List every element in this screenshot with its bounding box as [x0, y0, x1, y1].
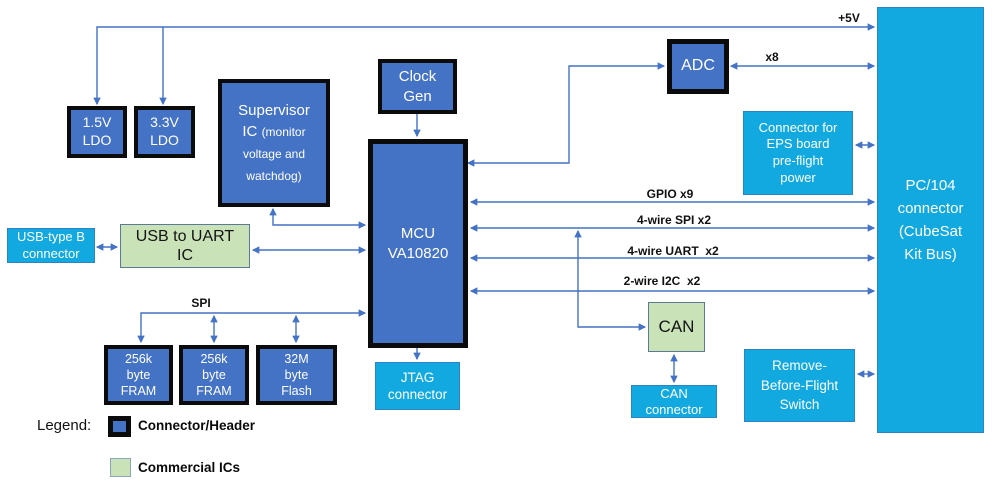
can-ic-block: CAN [648, 302, 705, 352]
wire-can-tap [574, 229, 647, 331]
usb-type-b-label: USB-type B connector [17, 228, 85, 261]
rbf-switch-block: Remove- Before-Flight Switch [744, 349, 855, 422]
fram1-label: 256k byte FRAM [120, 352, 157, 398]
pc104-connector-label: PC/104 connector (CubeSat Kit Bus) [897, 176, 964, 264]
eps-connector-label: Connector for EPS board pre-flight power [758, 119, 838, 185]
wire-5v-power [93, 23, 876, 106]
memory-spi-label: SPI [191, 296, 211, 310]
uart-bus-label: 4-wire UART x2 [627, 244, 719, 258]
wire-memory-spi [137, 309, 367, 344]
can-connector-block: CAN connector [631, 385, 717, 418]
fram1-block: 256k byte FRAM [104, 345, 173, 405]
eps-connector-block: Connector for EPS board pre-flight power [743, 111, 853, 195]
ldo-3v3-block: 3.3V LDO [134, 106, 195, 158]
spi-bus-label: 4-wire SPI x2 [636, 213, 712, 227]
ldo-1v5-label: 1.5V LDO [82, 114, 112, 148]
legend-commercial-swatch [110, 458, 131, 477]
clock-gen-block: Clock Gen [378, 59, 457, 114]
rbf-switch-label: Remove- Before-Flight Switch [760, 358, 839, 413]
flash-label: 32M byte Flash [281, 352, 312, 398]
can-connector-label: CAN connector [645, 385, 703, 417]
pc104-connector-block: PC/104 connector (CubeSat Kit Bus) [877, 7, 984, 433]
fram2-block: 256k byte FRAM [179, 345, 249, 405]
supervisor-ic-block: Supervisor IC (monitor voltage and watch… [218, 79, 330, 207]
clock-gen-label: Clock Gen [398, 68, 437, 105]
mcu-label: MCU VA10820 [387, 225, 449, 262]
adc-label: ADC [681, 57, 715, 75]
usb-uart-ic-block: USB to UART IC [120, 224, 250, 268]
legend-commercial-label: Commercial ICs [138, 460, 241, 475]
flash-block: 32M byte Flash [256, 345, 337, 405]
legend-title: Legend: [37, 417, 92, 434]
i2c-bus-label: 2-wire I2C x2 [623, 274, 701, 288]
supervisor-ic-label: Supervisor IC (monitor voltage and watch… [238, 101, 310, 183]
mcu-block: MCU VA10820 [368, 139, 468, 348]
jtag-connector-label: JTAG connector [387, 369, 448, 402]
ldo-1v5-block: 1.5V LDO [67, 106, 127, 158]
can-ic-label: CAN [658, 317, 695, 337]
ldo-3v3-label: 3.3V LDO [150, 114, 179, 148]
jtag-connector-block: JTAG connector [375, 362, 460, 410]
wire-supervisor-mcu [269, 207, 367, 229]
wire-mcu-adc [466, 62, 666, 167]
usb-type-b-block: USB-type B connector [7, 228, 95, 263]
legend-connector-label: Connector/Header [138, 418, 256, 433]
fram2-label: 256k byte FRAM [196, 352, 232, 398]
x8-label: x8 [765, 50, 779, 64]
legend-connector-swatch [108, 416, 131, 437]
usb-uart-ic-label: USB to UART IC [135, 227, 235, 264]
gpio-bus-label: GPIO x9 [646, 187, 694, 201]
adc-block: ADC [667, 39, 729, 94]
plus5v-label: +5V [838, 11, 860, 25]
